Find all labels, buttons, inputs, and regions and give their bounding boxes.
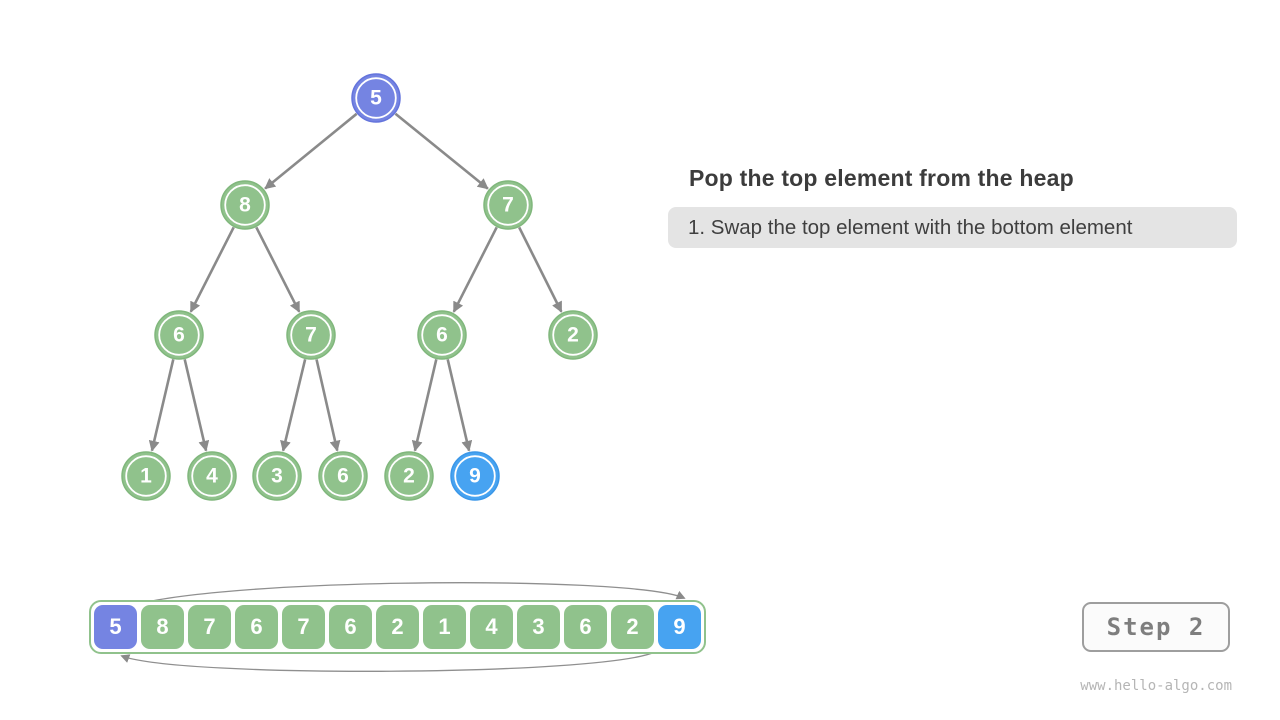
tree-node-value: 9 [469, 465, 481, 488]
tree-node-ring [421, 314, 463, 356]
tree-node: 4 [187, 451, 237, 501]
tree-node-ring [355, 77, 397, 119]
tree-edge [264, 112, 358, 190]
tree-node-ring [454, 455, 496, 497]
tree-edge [183, 359, 210, 452]
tree-node: 7 [286, 310, 336, 360]
tree-node-value: 7 [502, 194, 514, 217]
tree-node-value: 3 [271, 465, 283, 488]
tree-node-circle [450, 451, 500, 501]
tree-node: 2 [548, 310, 598, 360]
tree-node-value: 6 [436, 324, 448, 347]
tree-node: 9 [450, 451, 500, 501]
tree-node-circle [417, 310, 467, 360]
tree-node-value: 7 [305, 324, 317, 347]
tree-node-ring [191, 455, 233, 497]
step-button-label: Step 2 [1106, 613, 1206, 641]
array-cell: 7 [282, 605, 325, 649]
tree-edges [148, 112, 563, 452]
tree-node-ring [322, 455, 364, 497]
tree-node-ring [125, 455, 167, 497]
tree-node-ring [388, 455, 430, 497]
tree-node: 1 [121, 451, 171, 501]
tree-node: 6 [154, 310, 204, 360]
array-cell: 9 [658, 605, 701, 649]
tree-edge [446, 359, 473, 452]
tree-node-ring [158, 314, 200, 356]
tree-node: 7 [483, 180, 533, 230]
tree-node-value: 5 [370, 87, 382, 110]
tree-node-circle [187, 451, 237, 501]
array-cell: 6 [235, 605, 278, 649]
tree-node-circle [384, 451, 434, 501]
tree-node-ring [224, 184, 266, 226]
tree-node-circle [220, 180, 270, 230]
tree-nodes: 5 8 7 6 7 6 2 1 4 3 6 2 9 [121, 73, 598, 501]
tree-node-value: 1 [140, 465, 152, 488]
tree-edge [315, 359, 341, 452]
tree-node-value: 4 [206, 465, 218, 488]
tree-edge [518, 226, 563, 313]
tree-node-value: 2 [567, 324, 579, 347]
tree-node-circle [286, 310, 336, 360]
array-cell: 6 [329, 605, 372, 649]
tree-node-value: 2 [403, 465, 415, 488]
tree-node-circle [318, 451, 368, 501]
tree-node-value: 6 [173, 324, 185, 347]
step-button[interactable]: Step 2 [1082, 602, 1230, 652]
tree-node-circle [252, 451, 302, 501]
tree-node: 2 [384, 451, 434, 501]
array-cell: 8 [141, 605, 184, 649]
tree-node: 6 [318, 451, 368, 501]
tree-node-circle [154, 310, 204, 360]
array-cell: 1 [423, 605, 466, 649]
tree-edge [394, 112, 489, 190]
tree-edge [255, 226, 301, 313]
tree-node: 8 [220, 180, 270, 230]
page-title: Pop the top element from the heap [689, 165, 1074, 191]
tree-node-ring [552, 314, 594, 356]
array-cell: 2 [376, 605, 419, 649]
step-description-box: 1. Swap the top element with the bottom … [668, 207, 1237, 248]
array-cell: 6 [564, 605, 607, 649]
step-description-text: 1. Swap the top element with the bottom … [688, 215, 1133, 239]
tree-edge [411, 359, 438, 452]
tree-node-circle [483, 180, 533, 230]
array-cell: 5 [94, 605, 137, 649]
array-cell: 7 [188, 605, 231, 649]
tree-node-ring [256, 455, 298, 497]
tree-node-circle [121, 451, 171, 501]
tree-node: 3 [252, 451, 302, 501]
watermark: www.hello-algo.com [1080, 678, 1232, 694]
tree-edge [148, 359, 175, 452]
array-cell: 2 [611, 605, 654, 649]
tree-node-circle [351, 73, 401, 123]
tree-node-ring [487, 184, 529, 226]
swap-arrow-bottom [120, 651, 656, 672]
tree-edge [280, 358, 307, 452]
array-cell: 3 [517, 605, 560, 649]
array-cell: 4 [470, 605, 513, 649]
tree-node-value: 8 [239, 194, 251, 217]
tree-node-circle [548, 310, 598, 360]
tree-node: 6 [417, 310, 467, 360]
tree-edge [189, 226, 235, 313]
tree-node: 5 [351, 73, 401, 123]
tree-node-value: 6 [337, 465, 349, 488]
tree-edge [452, 226, 498, 313]
tree-node-ring [290, 314, 332, 356]
